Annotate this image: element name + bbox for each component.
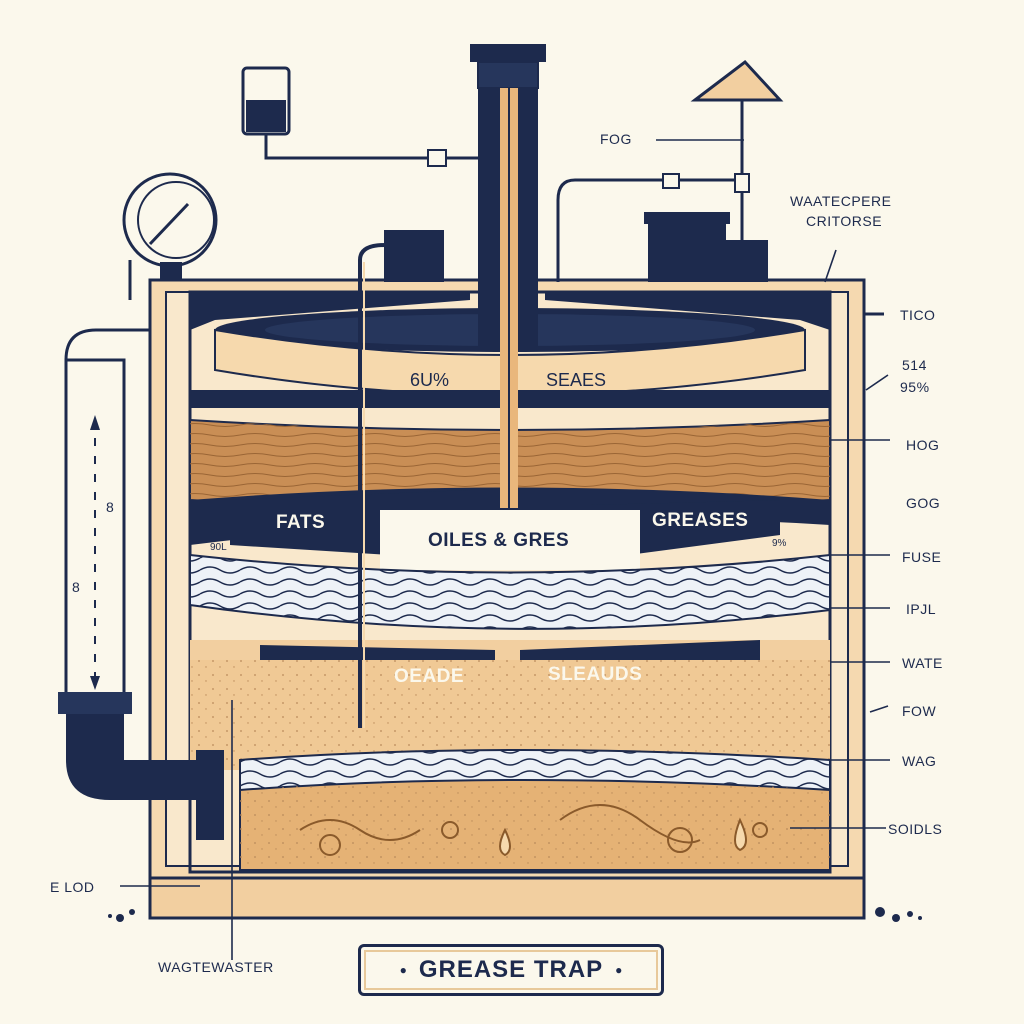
label-pct-line1: 514 (902, 357, 927, 373)
sand-layer (190, 660, 831, 796)
label-ipjl: IPJL (906, 601, 936, 617)
title-dot-right-icon: ● (615, 963, 623, 977)
title-plaque: ● GREASE TRAP ● (358, 944, 664, 996)
label-fuse: FUSE (902, 549, 941, 565)
solids-layer (239, 779, 831, 871)
band-oeade: OEADE (394, 666, 464, 687)
band-greases: GREASES (652, 510, 748, 531)
label-gog: GOG (906, 495, 940, 511)
secondary-tank (358, 230, 444, 728)
label-waste-line1: WAATECPERE (790, 193, 891, 209)
label-waste-line2: CRITORSE (806, 213, 882, 229)
leader-lines (120, 139, 890, 960)
band-oiles: OILES & GRES (428, 530, 569, 551)
oiles-band-bg (380, 510, 640, 570)
central-inlet-pipe (470, 44, 546, 508)
label-soidls: SOIDLS (888, 821, 942, 837)
label-inner-pct: 6U% (410, 370, 449, 390)
left-feed-assembly (241, 66, 490, 167)
label-wastewater: WAGTEWASTER (158, 959, 274, 975)
label-wag: WAG (902, 753, 936, 769)
inner-shadow-right (545, 292, 830, 330)
label-seaes: SEAES (546, 370, 606, 390)
left-outlet-pipe (58, 328, 224, 840)
label-pct-line2: 95% (900, 379, 930, 395)
diagram-title: GREASE TRAP (418, 956, 604, 983)
label-wate: WATE (902, 655, 943, 671)
label-elod: E LOD (50, 879, 95, 895)
label-small-pct-right: 9% (772, 538, 787, 549)
right-vent-assembly (556, 59, 784, 282)
water-layer (189, 553, 831, 630)
pressure-gauge-icon (122, 172, 218, 300)
label-gauge-mark2: 8 (72, 579, 80, 595)
ground-pebbles (108, 907, 922, 922)
title-dot-left-icon: ● (399, 963, 407, 977)
band-fats: FATS (276, 512, 325, 533)
label-gauge-mark: 8 (106, 499, 114, 515)
label-fow: FOW (902, 703, 936, 719)
label-small-pct-left: 90L (210, 542, 227, 553)
label-fog-top: FOG (600, 131, 632, 147)
inner-shadow-left (190, 292, 470, 330)
label-hog: HOG (906, 437, 939, 453)
band-sleauds: SLEAUDS (548, 664, 642, 685)
label-tico: TICO (900, 307, 935, 323)
